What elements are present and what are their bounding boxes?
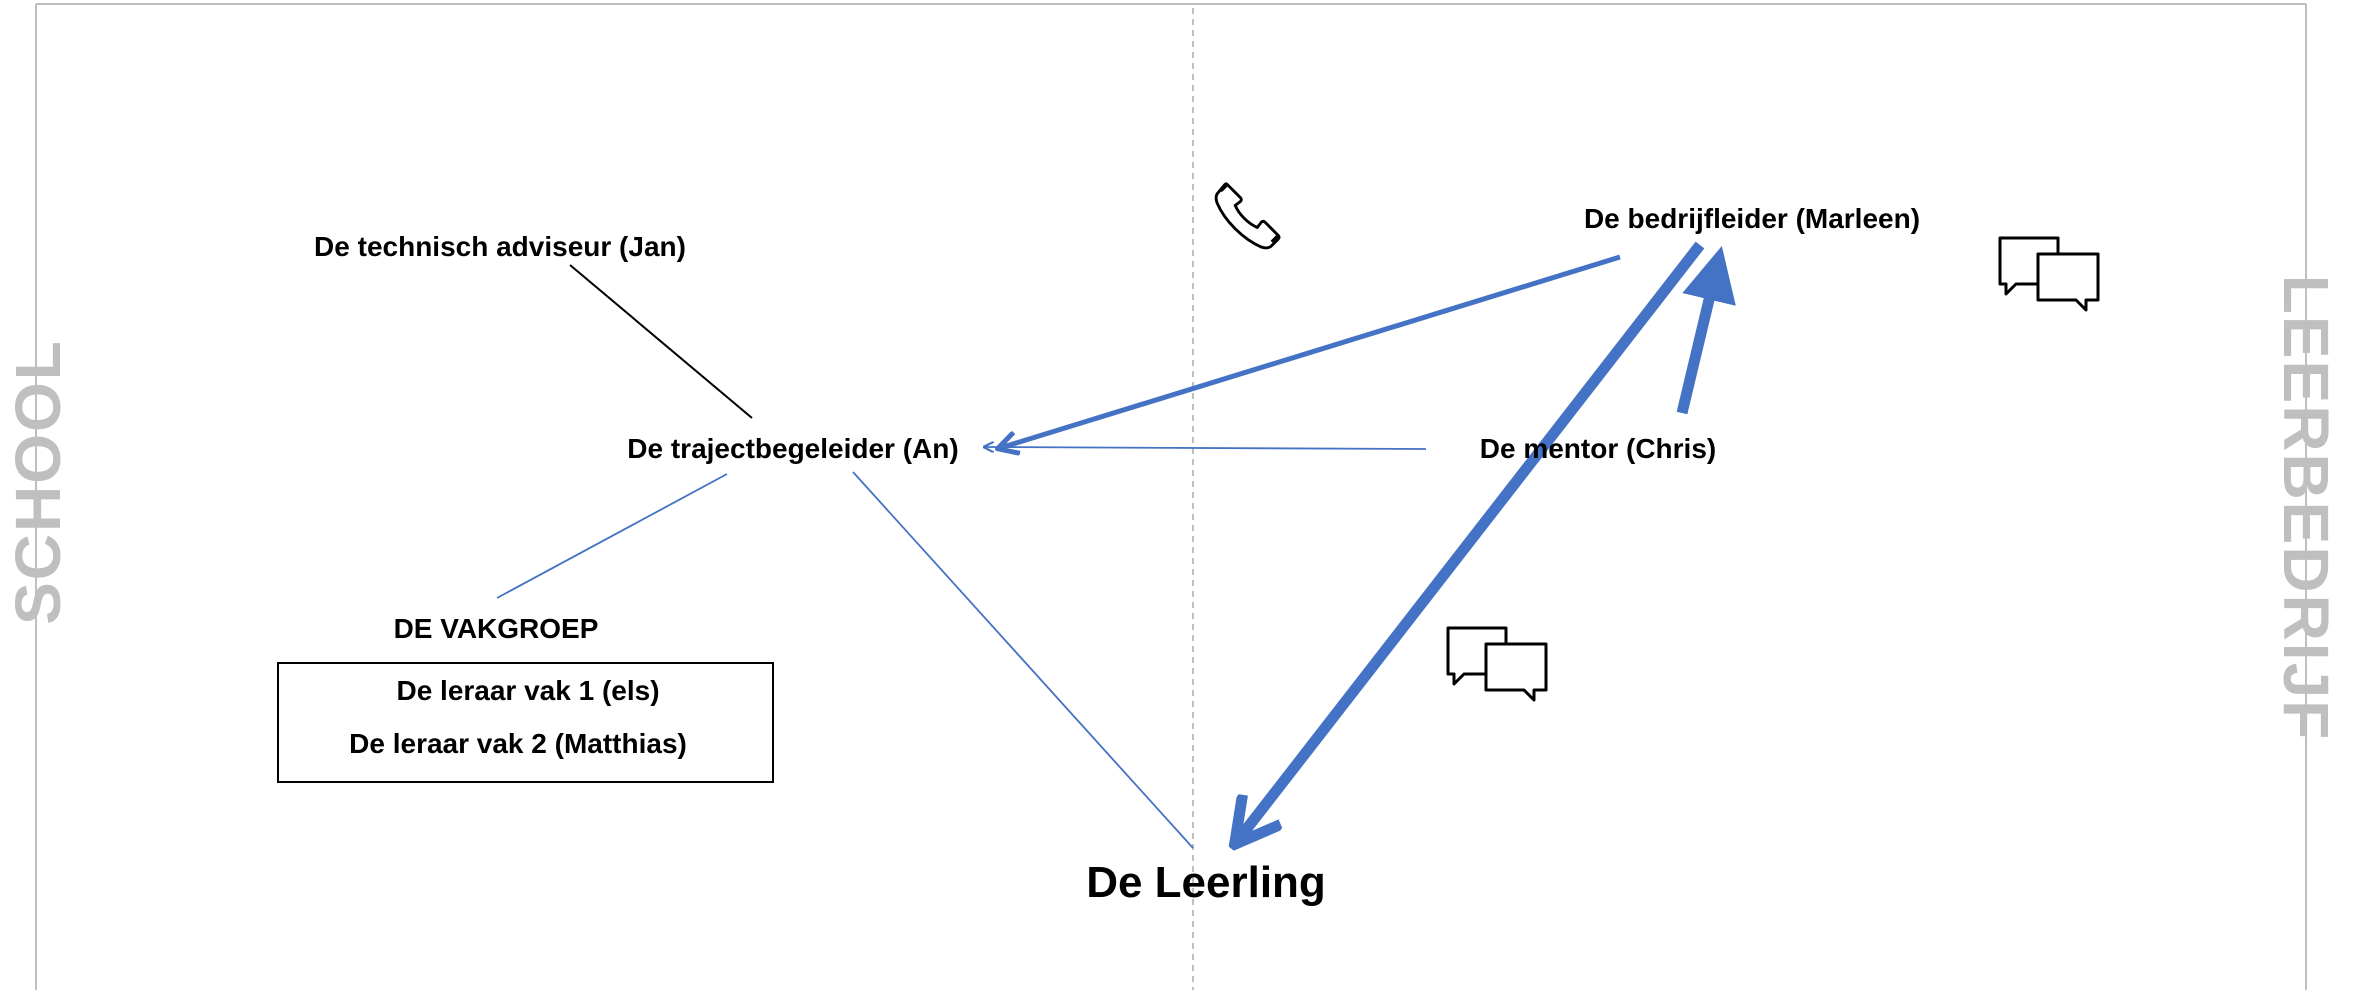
side-label-school: SCHOOL bbox=[2, 339, 74, 625]
teacher-1: De leraar vak 1 (els) bbox=[396, 675, 659, 706]
node-student: De Leerling bbox=[1086, 858, 1326, 907]
line-advisor-to-guide bbox=[569, 264, 753, 419]
side-label-leerbedrijf: LEERBEDRIJF bbox=[2270, 275, 2342, 742]
line-guide-to-subject-group bbox=[496, 473, 728, 599]
teacher-2: De leraar vak 2 (Matthias) bbox=[349, 728, 687, 759]
arrow-company-leader-to-student bbox=[1238, 241, 1705, 840]
arrow-mentor-to-company-leader bbox=[1676, 245, 1736, 415]
subject-group-title: DE VAKGROEP bbox=[394, 613, 599, 644]
arrow-mentor-to-guide bbox=[985, 447, 1427, 449]
node-technical-advisor: De technisch adviseur (Jan) bbox=[314, 231, 686, 262]
node-trajectory-guide: De trajectbegeleider (An) bbox=[627, 433, 958, 464]
arrow-company-leader-to-guide bbox=[1000, 254, 1621, 448]
subject-group-box bbox=[277, 662, 774, 783]
chat-bubbles-icon-top-right bbox=[1998, 236, 2100, 312]
node-company-leader: De bedrijfleider (Marleen) bbox=[1584, 203, 1920, 234]
chat-bubbles-icon-middle bbox=[1446, 626, 1548, 702]
node-mentor: De mentor (Chris) bbox=[1480, 433, 1716, 464]
line-guide-to-student bbox=[852, 471, 1194, 849]
phone-icon bbox=[1214, 182, 1281, 250]
